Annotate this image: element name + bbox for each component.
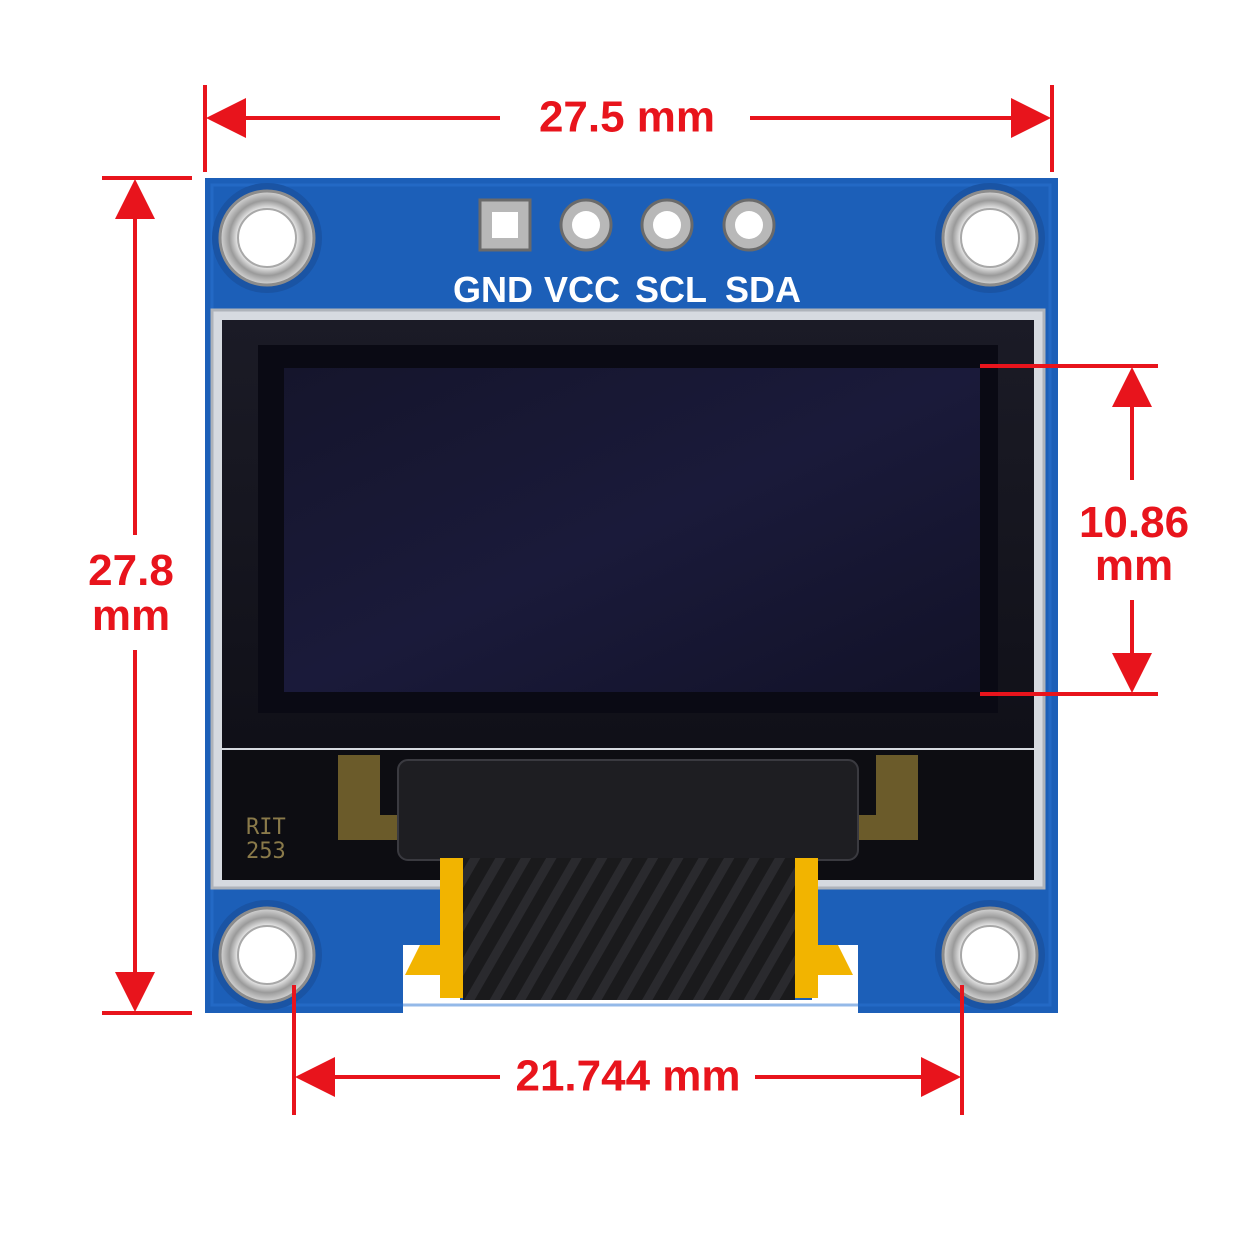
mounting-hole-top-right bbox=[935, 183, 1045, 293]
pin-label-sda: SDA bbox=[725, 269, 801, 310]
dimension-display-height: 10.86 mm bbox=[980, 364, 1189, 696]
gold-traces bbox=[338, 755, 918, 840]
mounting-hole-top-left bbox=[212, 183, 322, 293]
mounting-hole-bottom-right bbox=[935, 900, 1045, 1010]
dimension-hole-spacing: 21.744 mm bbox=[292, 985, 964, 1115]
dimension-width: 27.5 mm bbox=[203, 85, 1054, 172]
pin-gnd-pad bbox=[478, 198, 532, 252]
driver-ic-cover bbox=[397, 759, 859, 861]
pin-vcc-pad bbox=[559, 198, 613, 252]
dimension-display-height-value: 10.86 bbox=[1079, 498, 1189, 547]
oled-display-area bbox=[258, 345, 998, 713]
pin-label-vcc: VCC bbox=[544, 269, 620, 310]
dimension-width-label: 27.5 mm bbox=[539, 93, 715, 142]
flex-cable bbox=[405, 858, 853, 1000]
dimension-display-height-unit: mm bbox=[1095, 541, 1173, 590]
silkscreen-line-2: 253 bbox=[246, 839, 286, 864]
pin-label-scl: SCL bbox=[635, 269, 707, 310]
silkscreen-line-1: RIT bbox=[246, 815, 286, 840]
dimension-height: 27.8 mm bbox=[88, 176, 192, 1015]
dimension-height-unit: mm bbox=[92, 591, 170, 640]
mounting-hole-bottom-left bbox=[212, 900, 322, 1010]
dimension-height-value: 27.8 bbox=[88, 546, 174, 595]
pin-scl-pad bbox=[640, 198, 694, 252]
dimension-hole-spacing-label: 21.744 mm bbox=[515, 1052, 740, 1101]
pin-sda-pad bbox=[722, 198, 776, 252]
pin-label-gnd: GND bbox=[453, 269, 533, 310]
